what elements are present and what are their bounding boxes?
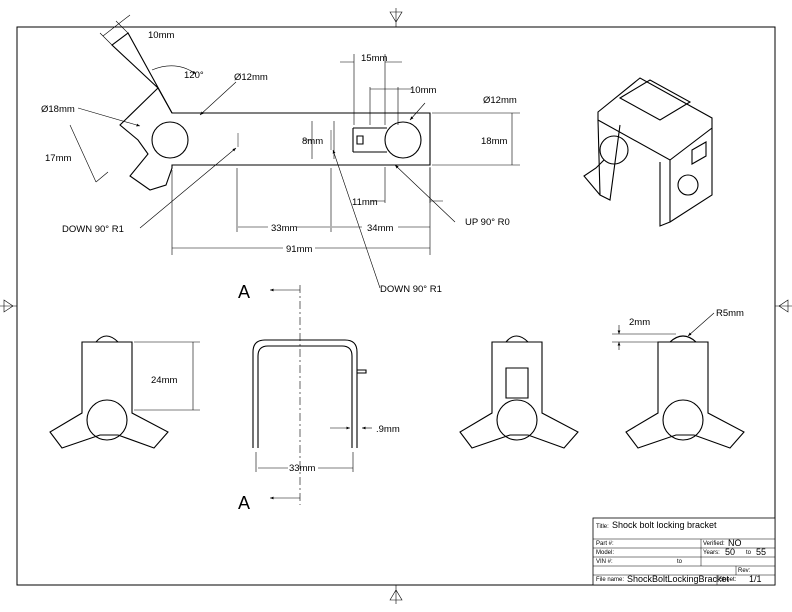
side-view (625, 335, 745, 449)
dim-bend-down-left: DOWN 90° R1 (62, 224, 124, 235)
section-view (252, 339, 367, 448)
file-name-label: File name: (596, 577, 624, 583)
isometric-view (583, 77, 713, 227)
model-label: Model: (596, 550, 614, 556)
part-label: Part #: (596, 541, 614, 547)
centering-marks (0, 8, 792, 604)
years-label: Years: (703, 550, 720, 556)
vin-label: VIN #: (596, 559, 613, 565)
dim-front-height: 24mm (151, 375, 177, 386)
dim-tab-offset: 17mm (45, 153, 71, 164)
section-dimensions (255, 285, 372, 505)
year-to: 55 (756, 547, 766, 557)
dim-overall: 91mm (286, 244, 312, 255)
dim-slot-length: 15mm (361, 53, 387, 64)
dim-strip-height: 18mm (481, 136, 507, 147)
dim-thickness: .9mm (376, 424, 400, 435)
drawing-border (16, 26, 776, 586)
dim-slot-width: 8mm (302, 136, 323, 147)
dim-top-left-width: 10mm (148, 30, 174, 41)
dim-bend-up: UP 90° R0 (465, 217, 510, 228)
flat-pattern (111, 32, 431, 191)
keyhole-slot (352, 127, 387, 153)
sheet-value: 1/1 (749, 574, 762, 584)
dim-hole-right: Ø12mm (483, 95, 517, 106)
dim-bump-height: 2mm (629, 317, 650, 328)
vin-to-label: to (677, 559, 683, 565)
title-block: Title: Shock bolt locking bracket Part #… (592, 517, 776, 586)
dim-seg-34: 34mm (367, 223, 393, 234)
verified-label: Verified: (703, 541, 725, 547)
section-label-top: A (238, 282, 250, 302)
section-label-bottom: A (238, 493, 250, 513)
file-name: ShockBoltLockingBracket (627, 574, 730, 584)
dimension-labels: 10mm 120° Ø12mm Ø18mm 17mm 15mm 10mm Ø12… (41, 30, 744, 513)
front-view-dimensions (134, 341, 200, 411)
dim-bend-down-mid: DOWN 90° R1 (380, 284, 442, 295)
flat-pattern-outline (119, 87, 431, 191)
flat-dimensions (69, 14, 520, 289)
dim-angle: 120° (184, 70, 204, 81)
rev-label: Rev: (738, 568, 751, 574)
rear-view (459, 335, 579, 449)
right-hole (384, 121, 422, 159)
title-label: Title: (596, 524, 609, 530)
dim-section-width: 33mm (289, 463, 315, 474)
drawing-title: Shock bolt locking bracket (612, 520, 717, 530)
left-hole (151, 121, 189, 159)
side-view-dimensions (612, 312, 715, 350)
dim-hole-left: Ø12mm (234, 72, 268, 83)
verified-value: NO (728, 538, 742, 548)
sheet-label: Sheet: (719, 577, 737, 583)
dim-edge-to-hole: 11mm (352, 197, 378, 208)
dim-seg-33: 33mm (271, 223, 297, 234)
dim-tab-diameter: Ø18mm (41, 104, 75, 115)
dim-bump-radius: R5mm (716, 308, 744, 319)
dim-slot-inner: 10mm (410, 85, 436, 96)
front-view (49, 335, 169, 449)
year-from: 50 (725, 547, 735, 557)
years-to-label: to (746, 550, 752, 556)
